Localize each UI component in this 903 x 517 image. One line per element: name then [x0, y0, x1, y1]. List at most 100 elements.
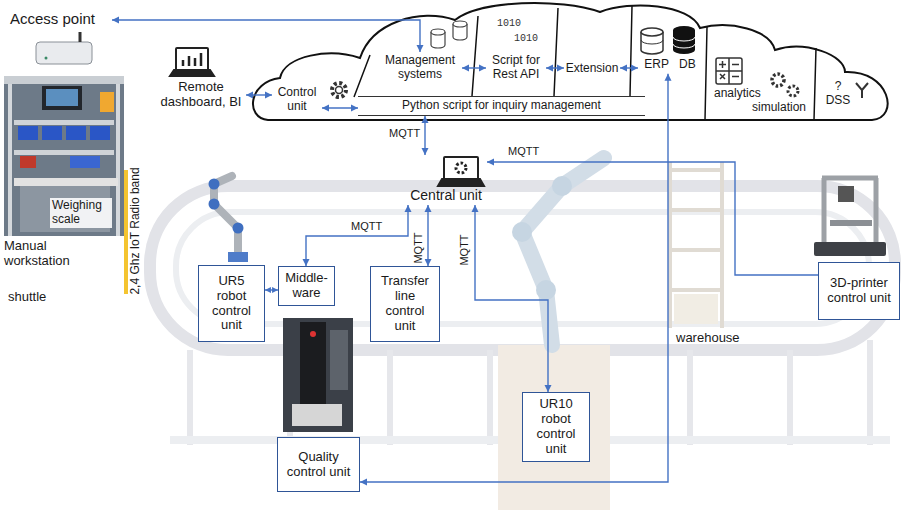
erp-db-icon-part — [641, 28, 663, 36]
arrowhead — [425, 259, 432, 266]
control-box: Quality control unit — [277, 437, 360, 492]
control-box: 3D-printer control unit — [818, 262, 900, 320]
arrowhead — [631, 65, 638, 72]
erp-db-icon — [641, 26, 695, 54]
central-laptop-icon — [438, 157, 484, 186]
quality-photo-part — [283, 318, 353, 432]
control-box: UR5 robot control unit — [198, 265, 265, 342]
quality-photo-part — [310, 331, 316, 337]
arrowhead — [425, 205, 432, 212]
transfer-line-part — [176, 212, 869, 324]
control-box: UR10 robot control unit — [522, 392, 590, 462]
dashboard-node: Remote dashboard, BI — [156, 44, 246, 112]
workstation-photo-part — [66, 126, 86, 140]
edge-label: MQTT — [350, 220, 383, 233]
ur5-robot — [209, 176, 249, 262]
router-icon-part — [79, 32, 82, 42]
laptop-icon-part — [176, 48, 208, 70]
ur10-robot-illustration-part — [522, 158, 604, 345]
workstation-photo-part — [4, 76, 124, 84]
ur5-robot-part — [228, 252, 248, 262]
simulation-gears-part — [772, 74, 784, 86]
workstation-photo-part — [100, 92, 114, 112]
node-text: Transfer line control unit — [374, 274, 436, 334]
erp-db-icon-part — [673, 37, 695, 48]
label-text: Weighing scale — [50, 198, 112, 228]
arrowhead — [557, 65, 564, 72]
node-text: UR5 robot control unit — [202, 274, 261, 334]
node-text: Extension — [566, 62, 619, 76]
node-text: ERP — [644, 58, 669, 72]
laptop-icon-part — [170, 70, 214, 76]
cloud-section: Management systems — [378, 52, 462, 84]
connector — [475, 205, 548, 392]
label-text: shuttle — [8, 290, 46, 305]
arrowhead — [351, 105, 358, 112]
cloud-part — [354, 6, 816, 120]
arrowhead — [422, 116, 429, 123]
ur5-robot-part — [209, 199, 220, 210]
cloud-section: Control unit — [272, 84, 322, 116]
control-box: Transfer line control unit — [370, 266, 440, 342]
central-laptop-icon-part — [444, 157, 478, 179]
fork-icon — [856, 83, 868, 98]
quality-photo-part — [292, 404, 342, 426]
workstation-photo-part — [20, 156, 36, 168]
printer-3d — [814, 178, 886, 256]
edge-label: MQTT — [388, 127, 421, 140]
arrowhead — [462, 65, 469, 72]
node-text: analytics — [714, 87, 761, 101]
calculator-icon-part — [716, 58, 742, 84]
ur10-robot-illustration-part — [498, 345, 610, 510]
fork-icon-part — [856, 83, 868, 98]
database-icon — [431, 21, 467, 48]
router-icon-part — [36, 42, 92, 64]
warehouse-shelf-part — [674, 294, 718, 324]
quality-photo-part — [330, 330, 348, 390]
label-text: 2,4 Ghz IoT Radio band — [129, 167, 143, 294]
connector — [487, 162, 818, 275]
arrowhead — [422, 148, 429, 155]
gear-icon-part — [336, 87, 343, 94]
arrowhead — [360, 479, 367, 486]
workstation-photo-part — [70, 156, 100, 168]
workstation-photo-part — [4, 76, 124, 236]
workstation-photo-part — [14, 150, 114, 155]
quality-photo-part — [300, 322, 326, 406]
laptop-icon — [170, 48, 214, 76]
gear-icon-part — [332, 83, 346, 97]
node-text: Middle-ware — [282, 271, 331, 301]
ur10-robot-illustration-part — [536, 280, 556, 300]
gear-icon — [332, 83, 346, 97]
connector — [360, 74, 668, 482]
workstation-photo-part — [14, 120, 114, 125]
printer-3d-part — [838, 186, 854, 202]
script-band: Python script for inquiry management — [358, 96, 645, 116]
arrowhead — [479, 65, 486, 72]
central-laptop-icon-part — [456, 163, 466, 173]
arrowhead — [246, 92, 253, 99]
central-unit: Central unit — [405, 155, 487, 205]
printer-3d-part — [830, 220, 872, 226]
control-box: Middle-ware — [278, 266, 335, 306]
node-text: Management systems — [380, 54, 460, 82]
ur10-robot-illustration-part — [552, 176, 572, 196]
node-text: ? — [835, 80, 842, 94]
label-text: Manual workstation — [4, 239, 84, 269]
printer-3d-part — [814, 242, 886, 256]
edge-label: MQTT — [507, 145, 540, 158]
node-text: Python script for inquiry management — [402, 99, 601, 113]
arrowhead — [265, 287, 271, 293]
workstation-photo-part — [42, 86, 82, 110]
workstation-photo-part — [46, 89, 78, 106]
label-text: warehouse — [676, 331, 740, 346]
database-icon-part — [431, 29, 445, 35]
node-text: UR10 robot control unit — [526, 397, 586, 457]
erp-db-icon-part — [641, 40, 663, 44]
workstation-photo-part — [14, 178, 118, 186]
simulation-gears-part — [788, 86, 798, 96]
label-text: 1010 — [514, 33, 538, 45]
ur5-robot-part — [233, 223, 244, 234]
